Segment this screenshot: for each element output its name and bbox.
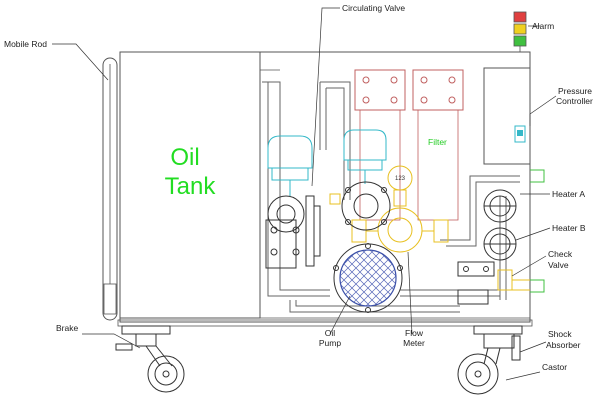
label-mobile-rod: Mobile Rod [4, 39, 47, 49]
label-flow-meter-2: Meter [403, 338, 425, 348]
label-heater-a: Heater A [552, 189, 585, 199]
label-oil-pump-1: Oil [325, 328, 336, 338]
castor-left [115, 325, 185, 393]
label-pressure-controller-2: Controller [556, 96, 593, 106]
leader-lines [52, 7, 557, 381]
castor-right [457, 325, 523, 395]
label-check-valve-1: Check [548, 249, 573, 259]
label-alarm: Alarm [532, 21, 554, 31]
label-castor: Castor [542, 362, 567, 372]
check-valve [497, 269, 530, 291]
lower-valve-block [457, 261, 495, 305]
outlet-connectors [530, 169, 545, 293]
oil-tank: Oil Tank [119, 51, 280, 319]
filter-label: Filter [428, 137, 447, 147]
heater-a [483, 189, 517, 223]
oil-pump [333, 243, 403, 313]
label-circulating-valve: Circulating Valve [342, 3, 405, 13]
flow-meter: 123 [329, 165, 449, 253]
tank-label-line2: Tank [165, 173, 217, 200]
alarm-light [513, 11, 527, 52]
label-flow-meter-1: Flow [405, 328, 424, 338]
mobile-rod [102, 57, 118, 321]
heater-b [483, 227, 517, 261]
pressure-controller-cabinet [483, 67, 531, 165]
flow-meter-readout: 123 [395, 176, 406, 182]
label-shock-absorber-2: Absorber [546, 340, 581, 350]
label-brake: Brake [56, 323, 78, 333]
callout-labels: Mobile Rod Circulating Valve Alarm Press… [4, 3, 593, 372]
label-heater-b: Heater B [552, 223, 586, 233]
label-shock-absorber-1: Shock [548, 329, 572, 339]
label-pressure-controller-1: Pressure [558, 86, 592, 96]
circulating-valve-flanges [265, 195, 321, 269]
filter-assembly: Filter [354, 69, 464, 221]
circulating-valve-actuators [267, 129, 387, 196]
tank-label-line1: Oil [170, 144, 199, 171]
valve-flange-center [341, 181, 391, 231]
label-check-valve-2: Valve [548, 260, 569, 270]
label-oil-pump-2: Pump [319, 338, 341, 348]
